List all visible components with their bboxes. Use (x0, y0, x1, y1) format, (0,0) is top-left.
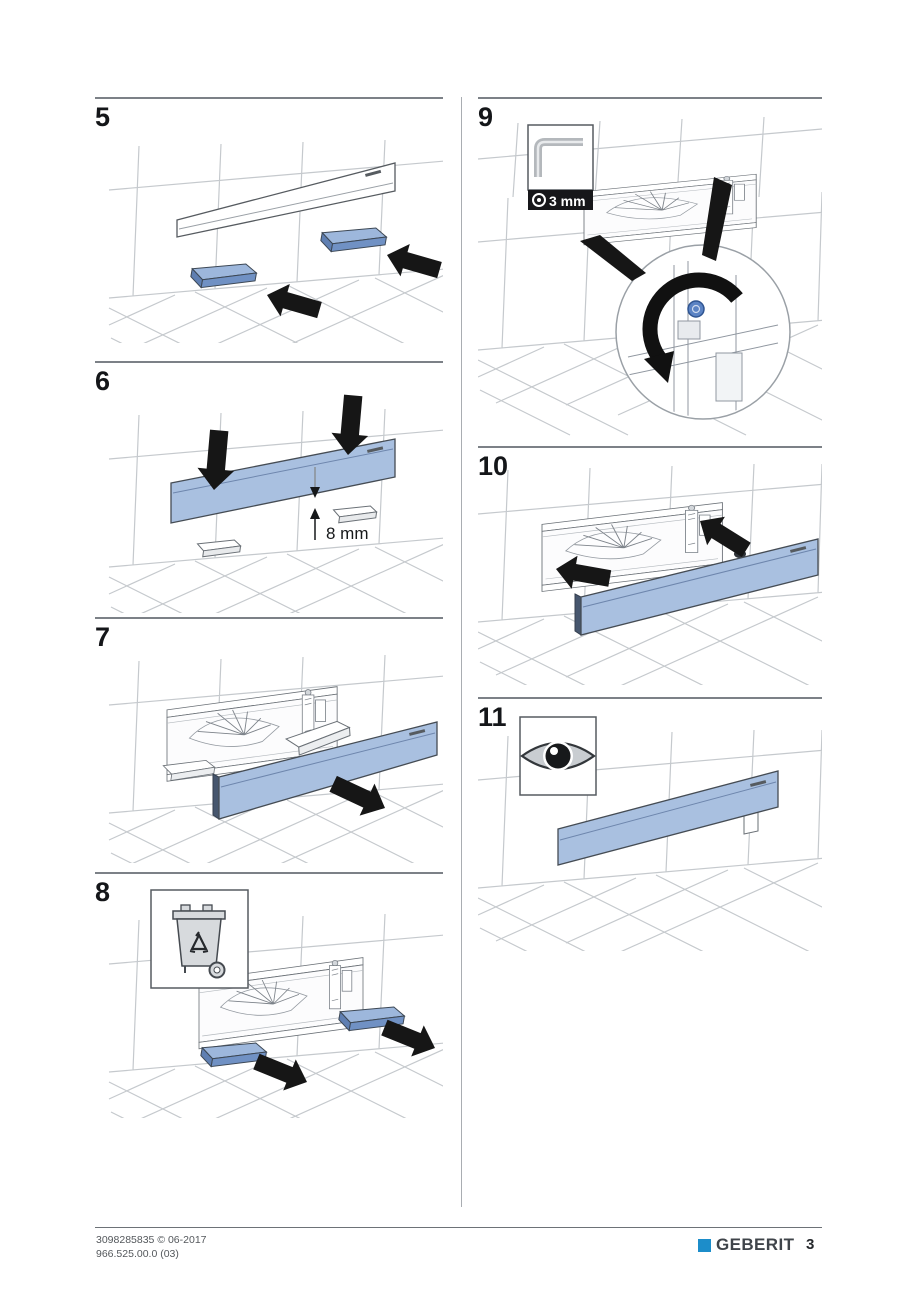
pointer-wedge-right (702, 177, 732, 261)
recycle-bin-icon (172, 904, 226, 979)
step-6-rule (95, 361, 443, 363)
step-7-illustration (108, 654, 443, 863)
geberit-mark (365, 169, 382, 177)
footer-doc-info: 3098285835 © 06-2017 966.525.00.0 (03) (96, 1234, 207, 1261)
tool-size-bar (528, 190, 593, 210)
step-10-number: 10 (478, 451, 509, 481)
tool-icon-box: 3 mm (527, 124, 594, 210)
geberit-logo-square (698, 1238, 711, 1252)
cover-plate-blue (170, 438, 396, 524)
step-10: 10 (478, 446, 822, 685)
step-9-number: 9 (478, 102, 494, 132)
step-9: 9 (478, 97, 822, 447)
step-8-rule (95, 872, 443, 874)
doc-code: 966.525.00.0 (03) (96, 1247, 179, 1260)
mounting-wedge-right (318, 218, 389, 262)
column-divider (461, 97, 462, 1207)
step-7-rule (95, 617, 443, 619)
eye-icon (520, 741, 596, 771)
tile-background-upper (478, 116, 822, 198)
cover-plate-white (176, 162, 396, 238)
brand-logo: GEBERIT (698, 1235, 794, 1255)
step-6-number: 6 (95, 366, 111, 396)
step-9-rule (478, 97, 822, 99)
step-8-number: 8 (95, 877, 111, 907)
step-9-illustration: 3 mm (478, 116, 822, 436)
step-5: 5 (95, 97, 443, 343)
hex-socket-dot (537, 198, 541, 202)
adjustment-screw (687, 300, 705, 318)
cover-plate-blue (574, 538, 819, 636)
page-number: 3 (806, 1236, 815, 1253)
magnified-mechanism (627, 261, 779, 417)
step-6-illustration: 8 mm (108, 393, 443, 613)
cover-plate-blue-installed (557, 770, 779, 866)
step-5-number: 5 (95, 102, 111, 132)
step-10-illustration (478, 463, 822, 685)
step-5-rule (95, 97, 443, 99)
geberit-mark (367, 446, 384, 453)
step-11-illustration (478, 716, 822, 951)
step-10-rule (478, 446, 822, 448)
hex-socket-icon (532, 193, 546, 207)
step-11-number: 11 (478, 702, 507, 732)
footer-rule (95, 1227, 822, 1228)
step-7: 7 (95, 617, 443, 863)
allen-key-icon (534, 138, 583, 177)
geberit-logo-text: GEBERIT (716, 1235, 795, 1254)
step-11: 11 (478, 697, 822, 951)
step-8: 8 (95, 872, 443, 1118)
gap-label: 8 mm (326, 524, 369, 543)
step-8-illustration (108, 889, 443, 1118)
rotation-arrow (642, 272, 743, 383)
recycle-icon-box (150, 889, 249, 989)
insert-arrow-right (382, 238, 443, 287)
geberit-mark (790, 546, 807, 553)
step-5-illustration (108, 139, 443, 343)
magnifier-circle (615, 244, 791, 420)
step-6: 6 8 mm (95, 361, 443, 613)
cover-plate-blue (212, 721, 438, 820)
geberit-mark (750, 780, 767, 787)
pointer-wedge-left (580, 235, 646, 281)
doc-number: 3098285835 © 06-2017 (96, 1234, 207, 1246)
step-7-number: 7 (95, 622, 111, 652)
step-11-rule (478, 697, 822, 699)
inspect-icon-box (519, 716, 597, 796)
geberit-mark (409, 729, 426, 736)
tool-size-label: 3 mm (549, 193, 586, 209)
gap-dimension: 8 mm (310, 467, 369, 543)
